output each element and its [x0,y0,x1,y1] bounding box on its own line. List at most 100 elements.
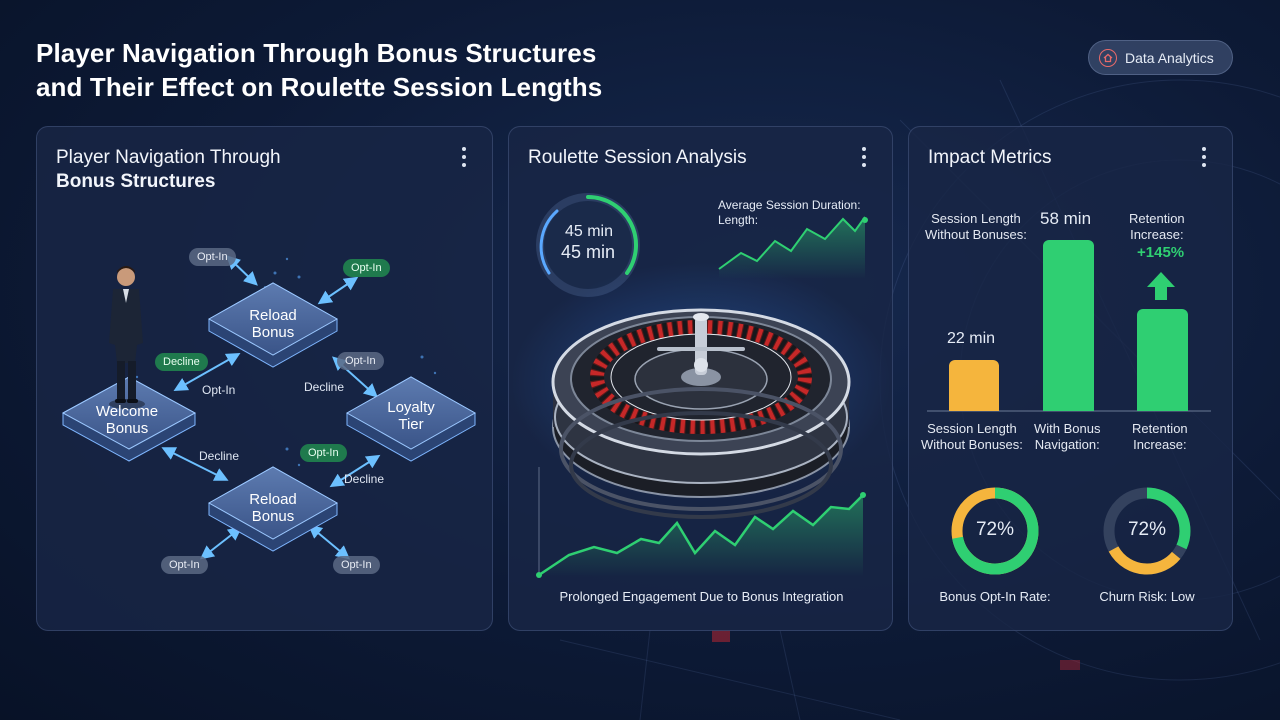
connector-optin-bottom-right [307,524,351,560]
kebab-dot [862,163,866,167]
tile-welcome [61,376,197,462]
retention-arrow-icon [1147,272,1175,300]
navigation-panel-menu-button[interactable] [458,147,470,167]
tile-reload-top [207,282,339,368]
gauge-value-line-1: 45 min [564,223,614,240]
connector-reload-bottom-loyalty [329,454,381,488]
node-welcome-bonus[interactable]: Welcome Bonus [82,403,172,437]
label-opt-in-mid: Opt-In [202,383,236,397]
top-label-left-line-2: Without Bonuses: [925,227,1027,242]
kebab-dot [862,147,866,151]
tile-reload-bottom [207,466,339,552]
label-decline-mid: Decline [304,380,345,394]
player-figure [109,266,145,409]
label-decline-bottom-left: Decline [199,449,240,463]
tile-loyalty [345,376,477,462]
donut-churn-risk [1103,487,1191,575]
average-session-label-line-2: Length: [718,213,759,227]
page-title-line-2: and Their Effect on Roulette Session Len… [36,72,603,102]
pill-opt-in-right: Opt-In [337,352,384,370]
kebab-dot [462,147,466,151]
session-visual [511,193,891,578]
label-decline-bottom-right: Decline [344,472,385,486]
bottom-label-right-line-1: Retention [1132,421,1188,436]
mini-trend-point [862,217,868,223]
average-session-label-line-1: Average Session Duration: [718,198,861,212]
kebab-dot [1202,155,1206,159]
session-panel: Roulette Session Analysis [508,126,893,631]
kebab-dot [462,163,466,167]
connector-optin-bottom-left [199,526,243,560]
engagement-trend-area [539,495,863,577]
node-reload-bottom-label: Reload Bonus [249,491,297,525]
page-title-line-1: Player Navigation Through Bonus Structur… [36,38,597,68]
donut-right-label: Churn Risk: Low [1099,589,1195,604]
bar-retention-increase [1137,309,1188,411]
navigation-panel-title: Player Navigation Through Bonus Structur… [56,146,281,194]
connector-welcome-reload-top [173,353,241,391]
pill-opt-in-bottom-mid: Opt-In [300,444,347,462]
node-loyalty-tier[interactable]: Loyalty Tier [366,399,456,433]
data-analytics-badge[interactable]: Data Analytics [1088,40,1233,75]
donut-opt-in-rate [951,487,1039,575]
kebab-dot [862,155,866,159]
top-label-without-bonuses: Session Length Without Bonuses: [925,211,1027,243]
mini-trend-line [718,216,866,270]
donut-right-value: 72% [1127,519,1167,540]
connector-optin-top-right [317,276,359,305]
metrics-panel: Impact Metrics Session Length Without Bo… [908,126,1233,631]
donut-left-label: Bonus Opt-In Rate: [939,589,1051,604]
top-label-left-line-1: Session Length [931,211,1021,226]
top-value-with-bonuses: 58 min [1040,209,1092,228]
session-panel-footer: Prolonged Engagement Due to Bonus Integr… [559,589,844,604]
navigation-title-line-1: Player Navigation Through [56,147,281,168]
top-label-retention: Retention Increase: [1129,211,1185,243]
bottom-label-mid-line-2: Navigation: [1034,437,1100,452]
donut-charts [951,487,1191,575]
node-reload-top-label: Reload Bonus [249,307,297,341]
metrics-panel-title: Impact Metrics [928,147,1052,168]
bottom-label-left-line-1: Session Length [927,421,1017,436]
trend-end-point [860,492,866,498]
impact-bar-chart [927,272,1211,412]
bar-value-without-bonuses: 22 min [947,330,996,347]
bonus-flow-diagram [61,255,477,560]
navigation-panel: Player Navigation Through Bonus Structur… [36,126,493,631]
average-session-label: Average Session Duration: Length: [718,198,861,228]
roulette-wheel [551,308,851,519]
bottom-label-retention: Retention Increase: [1132,421,1188,453]
top-label-right-line-1: Retention [1129,211,1185,226]
session-panel-menu-button[interactable] [858,147,870,167]
pill-opt-in-top-left: Opt-In [189,248,236,266]
badge-label: Data Analytics [1125,49,1214,66]
trend-start-point [536,572,542,578]
engagement-trend-line [538,494,864,577]
node-reload-bonus-top[interactable]: Reload Bonus [228,307,318,341]
donut-left-value: 72% [975,519,1015,540]
node-reload-bonus-bottom[interactable]: Reload Bonus [228,491,318,525]
node-loyalty-label: Loyalty Tier [387,399,435,433]
gauge-value-line-2: 45 min [560,242,616,262]
bar-without-bonuses [949,360,999,411]
bar-with-bonus-navigation [1043,240,1094,411]
kebab-dot [462,155,466,159]
house-icon [1099,48,1117,67]
session-panel-title: Roulette Session Analysis [528,147,747,168]
bottom-label-with-bonus: With Bonus Navigation: [1034,421,1100,453]
pill-opt-in-bottom-right: Opt-In [333,556,380,574]
connector-welcome-reload-bottom [161,447,229,481]
page-title: Player Navigation Through Bonus Structur… [36,36,602,104]
metrics-panel-menu-button[interactable] [1198,147,1210,167]
kebab-dot [1202,163,1206,167]
node-welcome-bonus-label: Welcome Bonus [95,403,159,437]
pill-decline-left: Decline [155,353,208,371]
top-label-right-line-2: Increase: [1130,227,1184,242]
kebab-dot [1202,147,1206,151]
navigation-title-line-2: Bonus Structures [56,171,216,192]
bottom-label-mid-line-1: With Bonus [1034,421,1101,436]
bottom-label-without-bonuses: Session Length Without Bonuses: [921,421,1023,453]
retention-value: +145% [1137,244,1185,261]
bottom-label-right-line-2: Increase: [1133,437,1187,452]
pill-opt-in-top-right: Opt-In [343,259,390,277]
bottom-label-left-line-2: Without Bonuses: [921,437,1023,452]
